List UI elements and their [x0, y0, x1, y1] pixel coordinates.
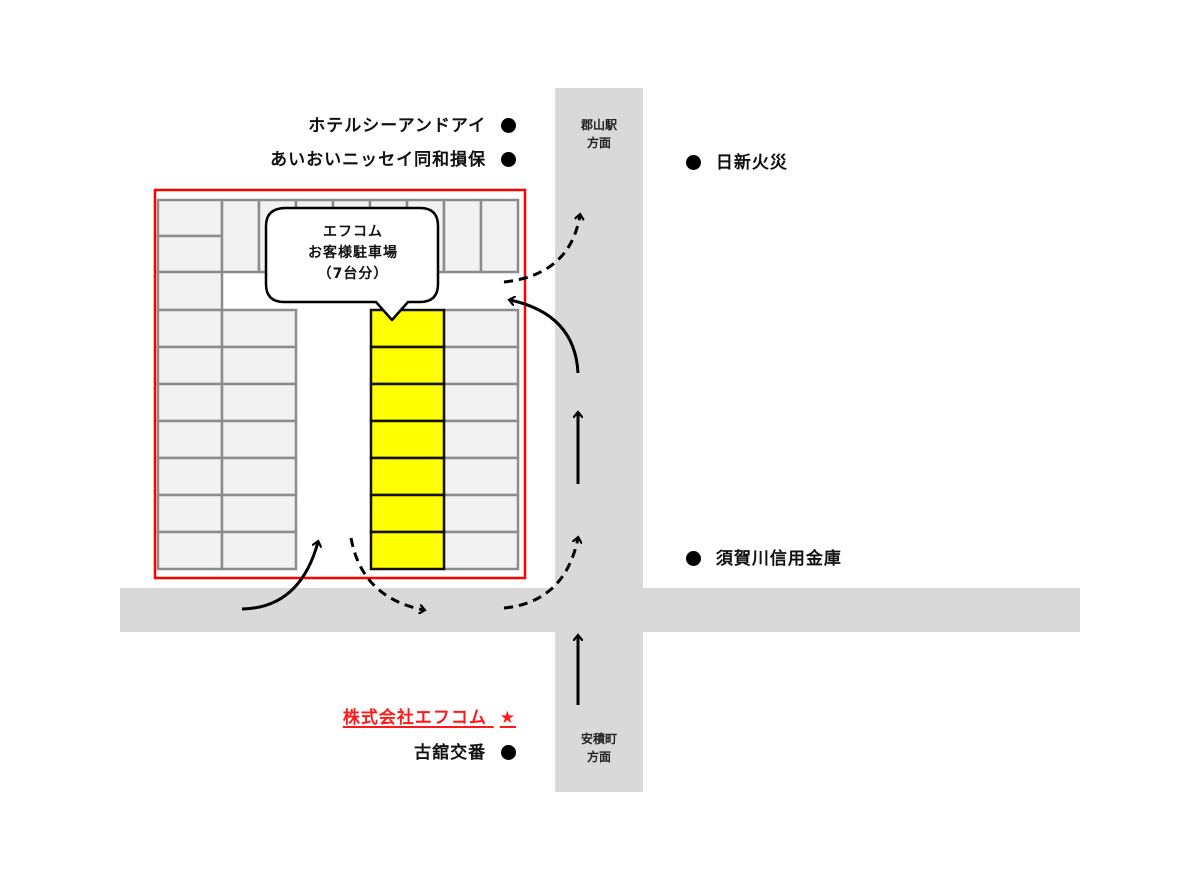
route-arrows	[241, 215, 580, 705]
landmark-insurance-aioi: あいおいニッセイ同和損保	[270, 150, 516, 170]
right-stalls	[442, 308, 520, 571]
north-direction-line2: 方面	[586, 136, 611, 150]
reserved-stall-6	[369, 493, 446, 534]
roads	[120, 88, 1080, 792]
parking-lot	[153, 188, 527, 580]
callout-line-title: お客様駐車場	[308, 245, 398, 261]
north-direction-label: 郡山駅 方面	[555, 116, 643, 152]
landmark-sukagawa-bank: 須賀川信用金庫	[686, 549, 842, 569]
callout-line-company: エフコム	[323, 224, 383, 240]
reserved-stall-7	[369, 530, 446, 571]
horizontal-road	[120, 588, 1080, 632]
turn-into-lot-arrow-icon	[510, 300, 580, 374]
dot-marker-icon	[686, 155, 701, 170]
south-direction-label: 安積町 方面	[555, 730, 643, 766]
parking-callout-bubble	[264, 206, 440, 322]
south-direction-line2: 方面	[586, 750, 611, 764]
star-marker-icon: ★	[499, 708, 516, 728]
landmark-hotel-name: ホテルシーアンドアイ	[308, 116, 487, 136]
dot-marker-icon	[501, 118, 516, 133]
callout-line-capacity: （7台分）	[317, 266, 389, 282]
south-direction-line1: 安積町	[580, 732, 617, 746]
reserved-stall-5	[369, 456, 446, 497]
vertical-road	[555, 88, 643, 792]
reserved-stall-4	[369, 419, 446, 460]
dot-marker-icon	[686, 551, 701, 566]
landmark-sukagawa-name: 須賀川信用金庫	[715, 549, 842, 569]
reserved-stall-1	[369, 308, 446, 349]
reserved-stalls	[369, 308, 446, 571]
dot-marker-icon	[501, 745, 516, 760]
exit-arrow-icon	[349, 537, 424, 610]
entry-arrow-icon	[241, 542, 318, 611]
landmark-efcom-company: 株式会社エフコム ★	[343, 708, 516, 728]
north-direction-line1: 郡山駅	[580, 118, 617, 132]
landmark-aioi-name: あいおいニッセイ同和損保	[270, 150, 487, 170]
reserved-stall-2	[369, 345, 446, 386]
reserved-stall-3	[369, 382, 446, 423]
exit-north-arrow-icon	[503, 215, 580, 284]
company-name: 株式会社エフコム	[342, 708, 487, 728]
landmark-hotel: ホテルシーアンドアイ	[308, 116, 516, 136]
exit-turn-north-arrow-icon	[503, 538, 578, 610]
left-stalls	[156, 308, 298, 571]
landmark-police-box: 古舘交番	[414, 743, 516, 763]
landmark-nisshin-name: 日新火災	[715, 153, 788, 173]
landmark-nisshin: 日新火災	[686, 153, 788, 173]
parking-callout: エフコム お客様駐車場 （7台分）	[268, 222, 438, 285]
dot-marker-icon	[501, 152, 516, 167]
landmark-police-box-name: 古舘交番	[414, 743, 487, 763]
